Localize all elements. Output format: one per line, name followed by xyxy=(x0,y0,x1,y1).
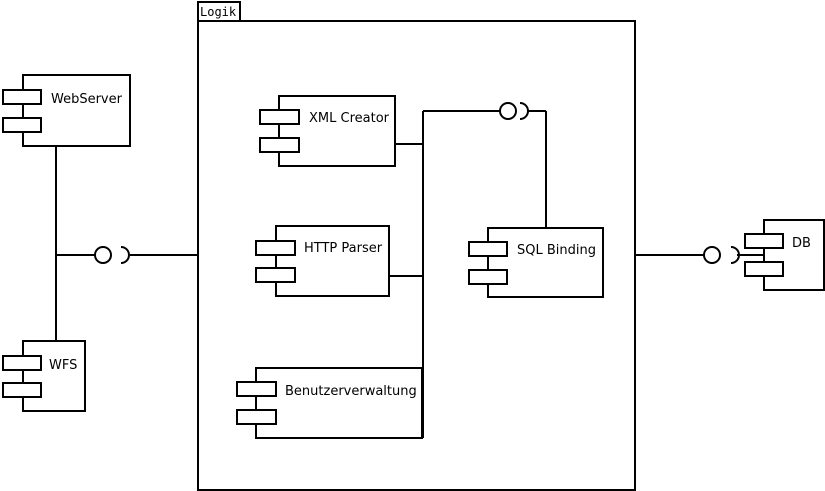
connector-internal xyxy=(389,102,547,438)
component-icon-tab-top xyxy=(236,381,277,397)
component-db: DB xyxy=(744,219,825,291)
component-wfs: WFS xyxy=(2,340,86,412)
component-label-benutzerverwaltung: Benutzerverwaltung xyxy=(285,384,417,399)
component-label-webserver: WebServer xyxy=(51,92,123,107)
component-icon-tab-top xyxy=(2,89,42,105)
component-icon-tab-bottom xyxy=(255,267,296,283)
provided-interface-lollipop xyxy=(94,246,112,264)
component-icon-tab-bottom xyxy=(2,117,42,133)
component-label-sql-binding: SQL Binding xyxy=(517,243,596,258)
component-icon-tab-top xyxy=(468,241,508,257)
component-label-wfs: WFS xyxy=(49,358,77,373)
component-icon-tab-top xyxy=(259,109,300,125)
component-icon-tab-bottom xyxy=(2,382,42,398)
component-sql-binding: SQL Binding xyxy=(468,227,604,298)
package-tab xyxy=(197,1,241,22)
db-interface-lollipop xyxy=(703,246,721,264)
component-webserver: WebServer xyxy=(2,74,131,147)
component-label-xml-creator: XML Creator xyxy=(309,111,390,126)
connector-left xyxy=(55,146,198,341)
component-icon-tab-bottom xyxy=(468,269,508,285)
component-label-db: DB xyxy=(792,236,811,251)
component-icon-tab-top xyxy=(744,233,784,249)
sql-interface-lollipop xyxy=(499,102,517,120)
component-label-http-parser: HTTP Parser xyxy=(304,241,383,256)
component-icon-tab-bottom xyxy=(259,137,300,153)
component-benutzerverwaltung: Benutzerverwaltung xyxy=(236,367,423,439)
component-icon-tab-bottom xyxy=(744,261,784,277)
component-xml-creator: XML Creator xyxy=(259,95,396,167)
sql-interface-socket xyxy=(519,102,529,120)
component-icon-tab-bottom xyxy=(236,409,277,425)
component-icon-tab-top xyxy=(255,240,296,256)
component-icon-tab-top xyxy=(2,355,42,371)
required-interface-socket xyxy=(120,246,130,264)
connector-right xyxy=(635,246,764,264)
component-http-parser: HTTP Parser xyxy=(255,225,390,297)
package-label: Logik xyxy=(200,5,237,19)
